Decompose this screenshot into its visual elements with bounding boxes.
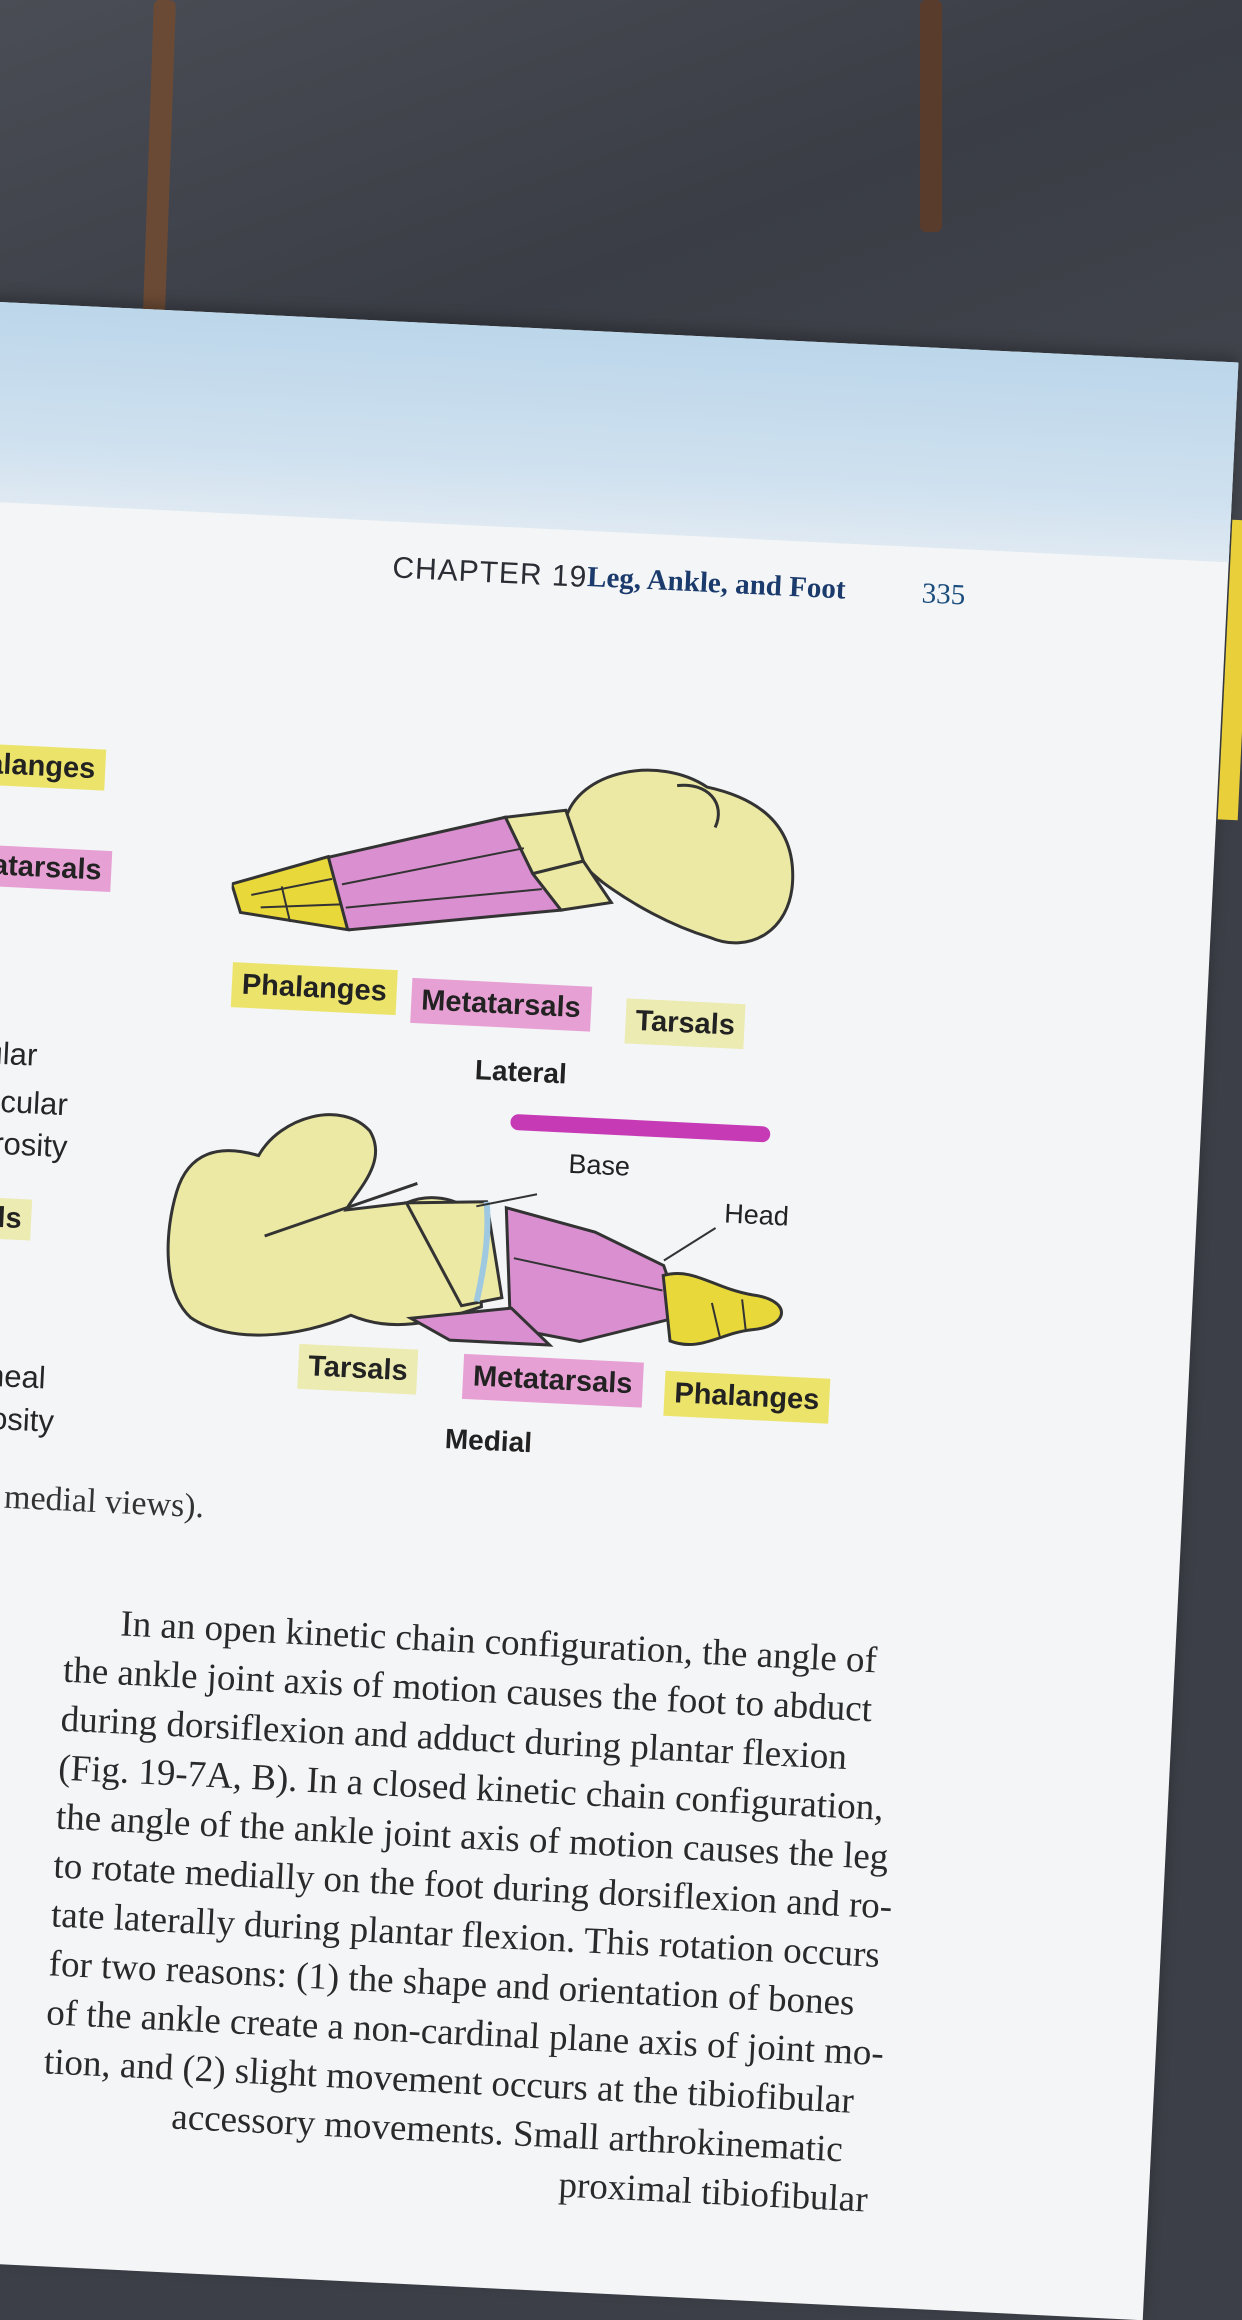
medial-foot-illustration bbox=[166, 1113, 783, 1347]
page-number: 335 bbox=[921, 577, 967, 612]
chapter-title: Leg, Ankle, and Foot bbox=[586, 560, 847, 606]
medial-phalanges bbox=[661, 1272, 783, 1347]
lateral-foot-illustration bbox=[229, 768, 795, 945]
margin-label: avicular bbox=[0, 1082, 69, 1123]
callout-base: Base bbox=[567, 1148, 631, 1182]
book-stand-rod bbox=[920, 0, 942, 232]
medial-metatarsals bbox=[405, 1205, 684, 1347]
callout-head: Head bbox=[723, 1198, 790, 1232]
margin-label: oerosity bbox=[0, 1398, 55, 1439]
margin-label-tarsals: sals bbox=[0, 1195, 33, 1241]
margin-label: oerosity bbox=[0, 1123, 69, 1165]
margin-label: lcaneal bbox=[0, 1355, 47, 1396]
medial-tag-phalanges: Phalanges bbox=[663, 1370, 831, 1424]
medial-tag-tarsals: Tarsals bbox=[297, 1343, 419, 1395]
lateral-tarsals bbox=[503, 768, 795, 945]
medial-view-label: Medial bbox=[444, 1423, 533, 1459]
medial-tag-metatarsals: Metatarsals bbox=[461, 1353, 644, 1408]
body-paragraph: In an open kinetic chain configuration, … bbox=[38, 1597, 991, 2229]
lateral-view-label: Lateral bbox=[474, 1054, 568, 1090]
textbook-page: CHAPTER 19 Leg, Ankle, and Foot 335 alan… bbox=[0, 300, 1239, 2320]
lateral-tag-tarsals: Tarsals bbox=[624, 998, 746, 1050]
lateral-phalanges bbox=[229, 854, 350, 932]
margin-label: icular bbox=[0, 1034, 39, 1073]
margin-label-phalanges: alanges bbox=[0, 743, 107, 791]
medial-tarsals bbox=[166, 1113, 504, 1337]
chapter-number: CHAPTER 19 bbox=[391, 551, 589, 594]
lateral-tag-phalanges: Phalanges bbox=[230, 962, 398, 1016]
margin-label-metatarsals: tatarsals bbox=[0, 844, 113, 893]
lateral-tag-metatarsals: Metatarsals bbox=[410, 977, 592, 1032]
figure-caption: and medial views). bbox=[0, 1476, 206, 1526]
